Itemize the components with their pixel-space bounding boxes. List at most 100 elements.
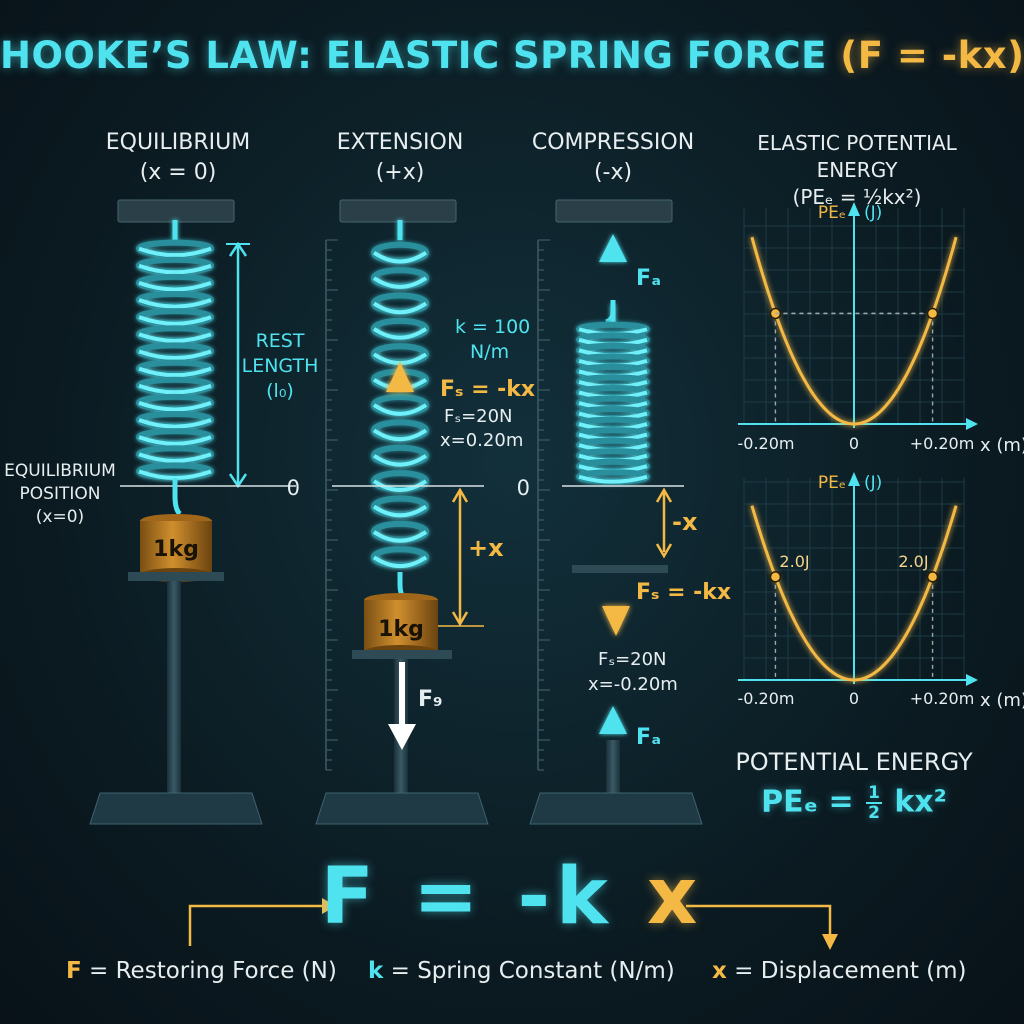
- spring-coil: [138, 349, 212, 360]
- series-line: [750, 236, 958, 426]
- point-label: 2.0J: [779, 552, 809, 571]
- data-point: [769, 571, 782, 583]
- header-equilibrium-line2: (x = 0): [139, 160, 217, 185]
- fa-label-top: Fₐ: [636, 266, 661, 291]
- title-part-1: HOOKE’S LAW:: [0, 34, 313, 77]
- spring-coil: [372, 479, 428, 492]
- stand-plate-2: [352, 650, 452, 659]
- spring-coil: [138, 383, 212, 395]
- pe-formula-denominator: 2: [868, 803, 880, 823]
- series-line: [750, 505, 958, 682]
- stand-base-3: [529, 792, 703, 825]
- legend-constant-text: = Spring Constant (N/m): [390, 958, 675, 984]
- spring-coil: [138, 435, 212, 446]
- spring-coil: [138, 418, 212, 429]
- stand-plate-1: [128, 572, 224, 581]
- spring-coil: [138, 246, 212, 258]
- x-axis-arrowhead: [966, 418, 978, 430]
- ruler-extension: [325, 239, 338, 771]
- spring-coil: [578, 474, 648, 484]
- spring-coil: [372, 555, 428, 569]
- spring-coil: [372, 276, 428, 289]
- spring-coil: [138, 298, 212, 309]
- data-point: [926, 571, 939, 583]
- rest-length-label-2: LENGTH: [242, 355, 319, 377]
- spring-coil: [138, 400, 212, 412]
- spring-coil: [138, 366, 212, 378]
- spring-force-arrowhead: [386, 362, 414, 392]
- fg-label: F₉: [418, 687, 443, 712]
- panel-equilibrium: REST LENGTH (l₀) EQUILIBRIUM POSITION (x…: [4, 199, 319, 825]
- spring-hook-1: [172, 478, 182, 516]
- spring-coil: [138, 315, 212, 326]
- fs-formula-label-2: Fₛ = -kx: [440, 377, 535, 402]
- y-axis-arrowhead: [848, 472, 860, 486]
- displacement-arrow-ext-top: [451, 487, 469, 503]
- legend-constant-symbol: k: [368, 958, 384, 984]
- k-value-label-1: k = 100: [455, 316, 530, 338]
- applied-force-arrowhead-bottom: [599, 706, 627, 734]
- legend-force-symbol: F: [66, 958, 82, 984]
- eq-position-label-1: EQUILIBRIUM: [4, 461, 116, 481]
- gravity-arrowhead: [388, 724, 416, 750]
- header-equilibrium-line1: EQUILIBRIUM: [105, 130, 251, 155]
- legend-displacement-symbol: x: [712, 958, 727, 984]
- mass-block-1: [140, 521, 212, 575]
- legend-arrow-left: [188, 904, 330, 946]
- spring-coil: [138, 332, 212, 343]
- formula-equals: =: [413, 852, 485, 942]
- y-axis-unit: (J): [864, 203, 882, 223]
- pe-formula-fraction: 1 2: [866, 784, 882, 822]
- pe-formula-numerator: 1: [866, 783, 882, 804]
- eq-position-label-3: (x=0): [36, 507, 84, 527]
- fa-label-bottom: Fₐ: [636, 725, 661, 750]
- x-tick-label: 0: [849, 434, 859, 453]
- header-compression: COMPRESSION (-x): [508, 128, 718, 188]
- legend-arrow-right-head: [822, 934, 838, 950]
- ceiling-mount-2: [339, 199, 457, 223]
- title-part-2: ELASTIC SPRING FORCE: [325, 34, 827, 77]
- header-extension-line1: EXTENSION: [336, 130, 464, 155]
- x-axis-label: x (m): [980, 690, 1024, 711]
- ruler-compression: [537, 239, 550, 771]
- pe-formula-rhs: kx²: [894, 784, 947, 820]
- main-formula: F = -k x: [0, 852, 1024, 942]
- spring-coil: [372, 327, 428, 340]
- spring-force-arrowhead-comp: [602, 606, 630, 636]
- stand-base-1: [89, 792, 263, 825]
- legend-arrow-right: [686, 904, 832, 940]
- spring-coil: [138, 263, 212, 275]
- header-equilibrium: EQUILIBRIUM (x = 0): [78, 128, 278, 188]
- x-tick-label: +0.20m: [910, 434, 975, 453]
- y-axis-unit: (J): [864, 473, 882, 493]
- rest-length-label-3: (l₀): [266, 380, 294, 402]
- x-axis-arrowhead: [966, 674, 978, 686]
- formula-k: -k: [517, 852, 614, 942]
- zero-label-2: 0: [287, 476, 300, 500]
- spring-coil: [372, 504, 428, 518]
- potential-energy-title: POTENTIAL ENERGY: [735, 748, 973, 776]
- header-energy-line1: ELASTIC POTENTIAL ENERGY: [757, 131, 957, 182]
- formula-f: F: [320, 852, 380, 942]
- stand-plate-3: [572, 565, 668, 573]
- displacement-arrow-ext-bottom: [451, 611, 469, 627]
- x-value-label-3: x=-0.20m: [588, 674, 678, 695]
- x-tick-label: -0.20m: [738, 689, 795, 708]
- y-axis-arrowhead: [848, 202, 860, 216]
- panel-extension: 0 k = 100 N/m Fₛ = -kx Fₛ=20N x=0.20m +x…: [287, 199, 535, 825]
- x-tick-label: -0.20m: [738, 434, 795, 453]
- ceiling-mount-3: [555, 199, 673, 223]
- header-compression-line1: COMPRESSION: [531, 130, 695, 155]
- zero-label-3: 0: [517, 476, 530, 500]
- applied-force-arrowhead-top: [599, 234, 627, 262]
- y-axis-label: PEₑ: [818, 473, 846, 493]
- legend-arrow-left-head: [322, 898, 336, 914]
- legend-force: F = Restoring Force (N): [66, 958, 337, 984]
- panel-compression: Fₐ 0 -x Fₛ = -kx Fₛ=20N x=-0.20m Fₐ: [517, 199, 731, 825]
- formula-x: x: [647, 852, 704, 942]
- eq-position-label-2: POSITION: [20, 484, 101, 504]
- point-label: 2.0J: [898, 552, 928, 571]
- stand-pole-1: [167, 581, 181, 793]
